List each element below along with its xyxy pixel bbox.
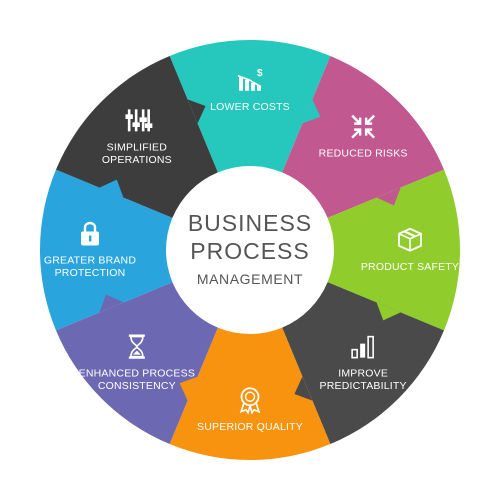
labels-layer: LOWER COSTS REDUCED RISKS PRODUCT SAFETY IM… (44, 101, 459, 433)
segment-label-superior-quality: SUPERIOR QUALITY (197, 421, 303, 433)
segment-label-lower-costs: LOWER COSTS (210, 101, 290, 113)
segment-label-improve-predictability: PREDICTABILITY (320, 380, 407, 392)
arrow-notch-greater-brand-protection (99, 179, 124, 198)
segment-enhanced-process-consistency (55, 281, 219, 445)
segment-label-product-safety: PRODUCT SAFETY (361, 261, 459, 273)
segment-simplified-operations (55, 55, 219, 219)
segment-reduced-risks (281, 55, 445, 219)
sliders-icon (125, 109, 153, 132)
padlock-icon (81, 221, 99, 246)
segment-label-improve-predictability: IMPROVE (338, 368, 388, 380)
center-title-line2: PROCESS (190, 238, 309, 264)
center-title-line1: BUSINESS (188, 210, 312, 236)
center-circle (166, 166, 334, 334)
segment-label-simplified-operations: SIMPLIFIED (107, 141, 168, 153)
segment-label-enhanced-process-consistency: CONSISTENCY (98, 380, 176, 392)
segment-label-greater-brand-protection: GREATER BRAND (44, 255, 136, 267)
hourglass-icon (128, 334, 145, 359)
segments-layer (39, 39, 460, 460)
arrow-notch-lower-costs (302, 99, 321, 124)
segment-label-greater-brand-protection: PROTECTION (55, 267, 126, 279)
segment-greater-brand-protection (39, 169, 175, 331)
segment-lower-costs (169, 39, 331, 175)
segment-label-reduced-risks: REDUCED RISKS (319, 148, 408, 160)
segment-product-safety (325, 169, 460, 331)
icons-layer: $ (81, 68, 422, 415)
compress-arrows-icon (351, 114, 375, 139)
arrow-notch-reduced-risks (376, 187, 401, 206)
segment-label-simplified-operations: OPERATIONS (102, 154, 172, 166)
arrow-notch-improve-predictability (294, 376, 313, 401)
arrow-notch-simplified-operations (187, 99, 206, 124)
svg-text:$: $ (257, 68, 263, 79)
arrow-notch-enhanced-process-consistency (99, 294, 124, 313)
cost-chart-icon: $ (237, 68, 263, 91)
package-icon (398, 227, 422, 252)
center-title-line3: MANAGEMENT (197, 271, 303, 287)
arrow-notch-product-safety (376, 302, 401, 321)
bar-chart-icon (351, 335, 374, 359)
segment-improve-predictability (281, 281, 445, 445)
arrow-notch-superior-quality (179, 376, 198, 401)
segment-label-enhanced-process-consistency: ENHANCED PROCESS (79, 368, 195, 380)
award-medal-icon (239, 387, 261, 415)
